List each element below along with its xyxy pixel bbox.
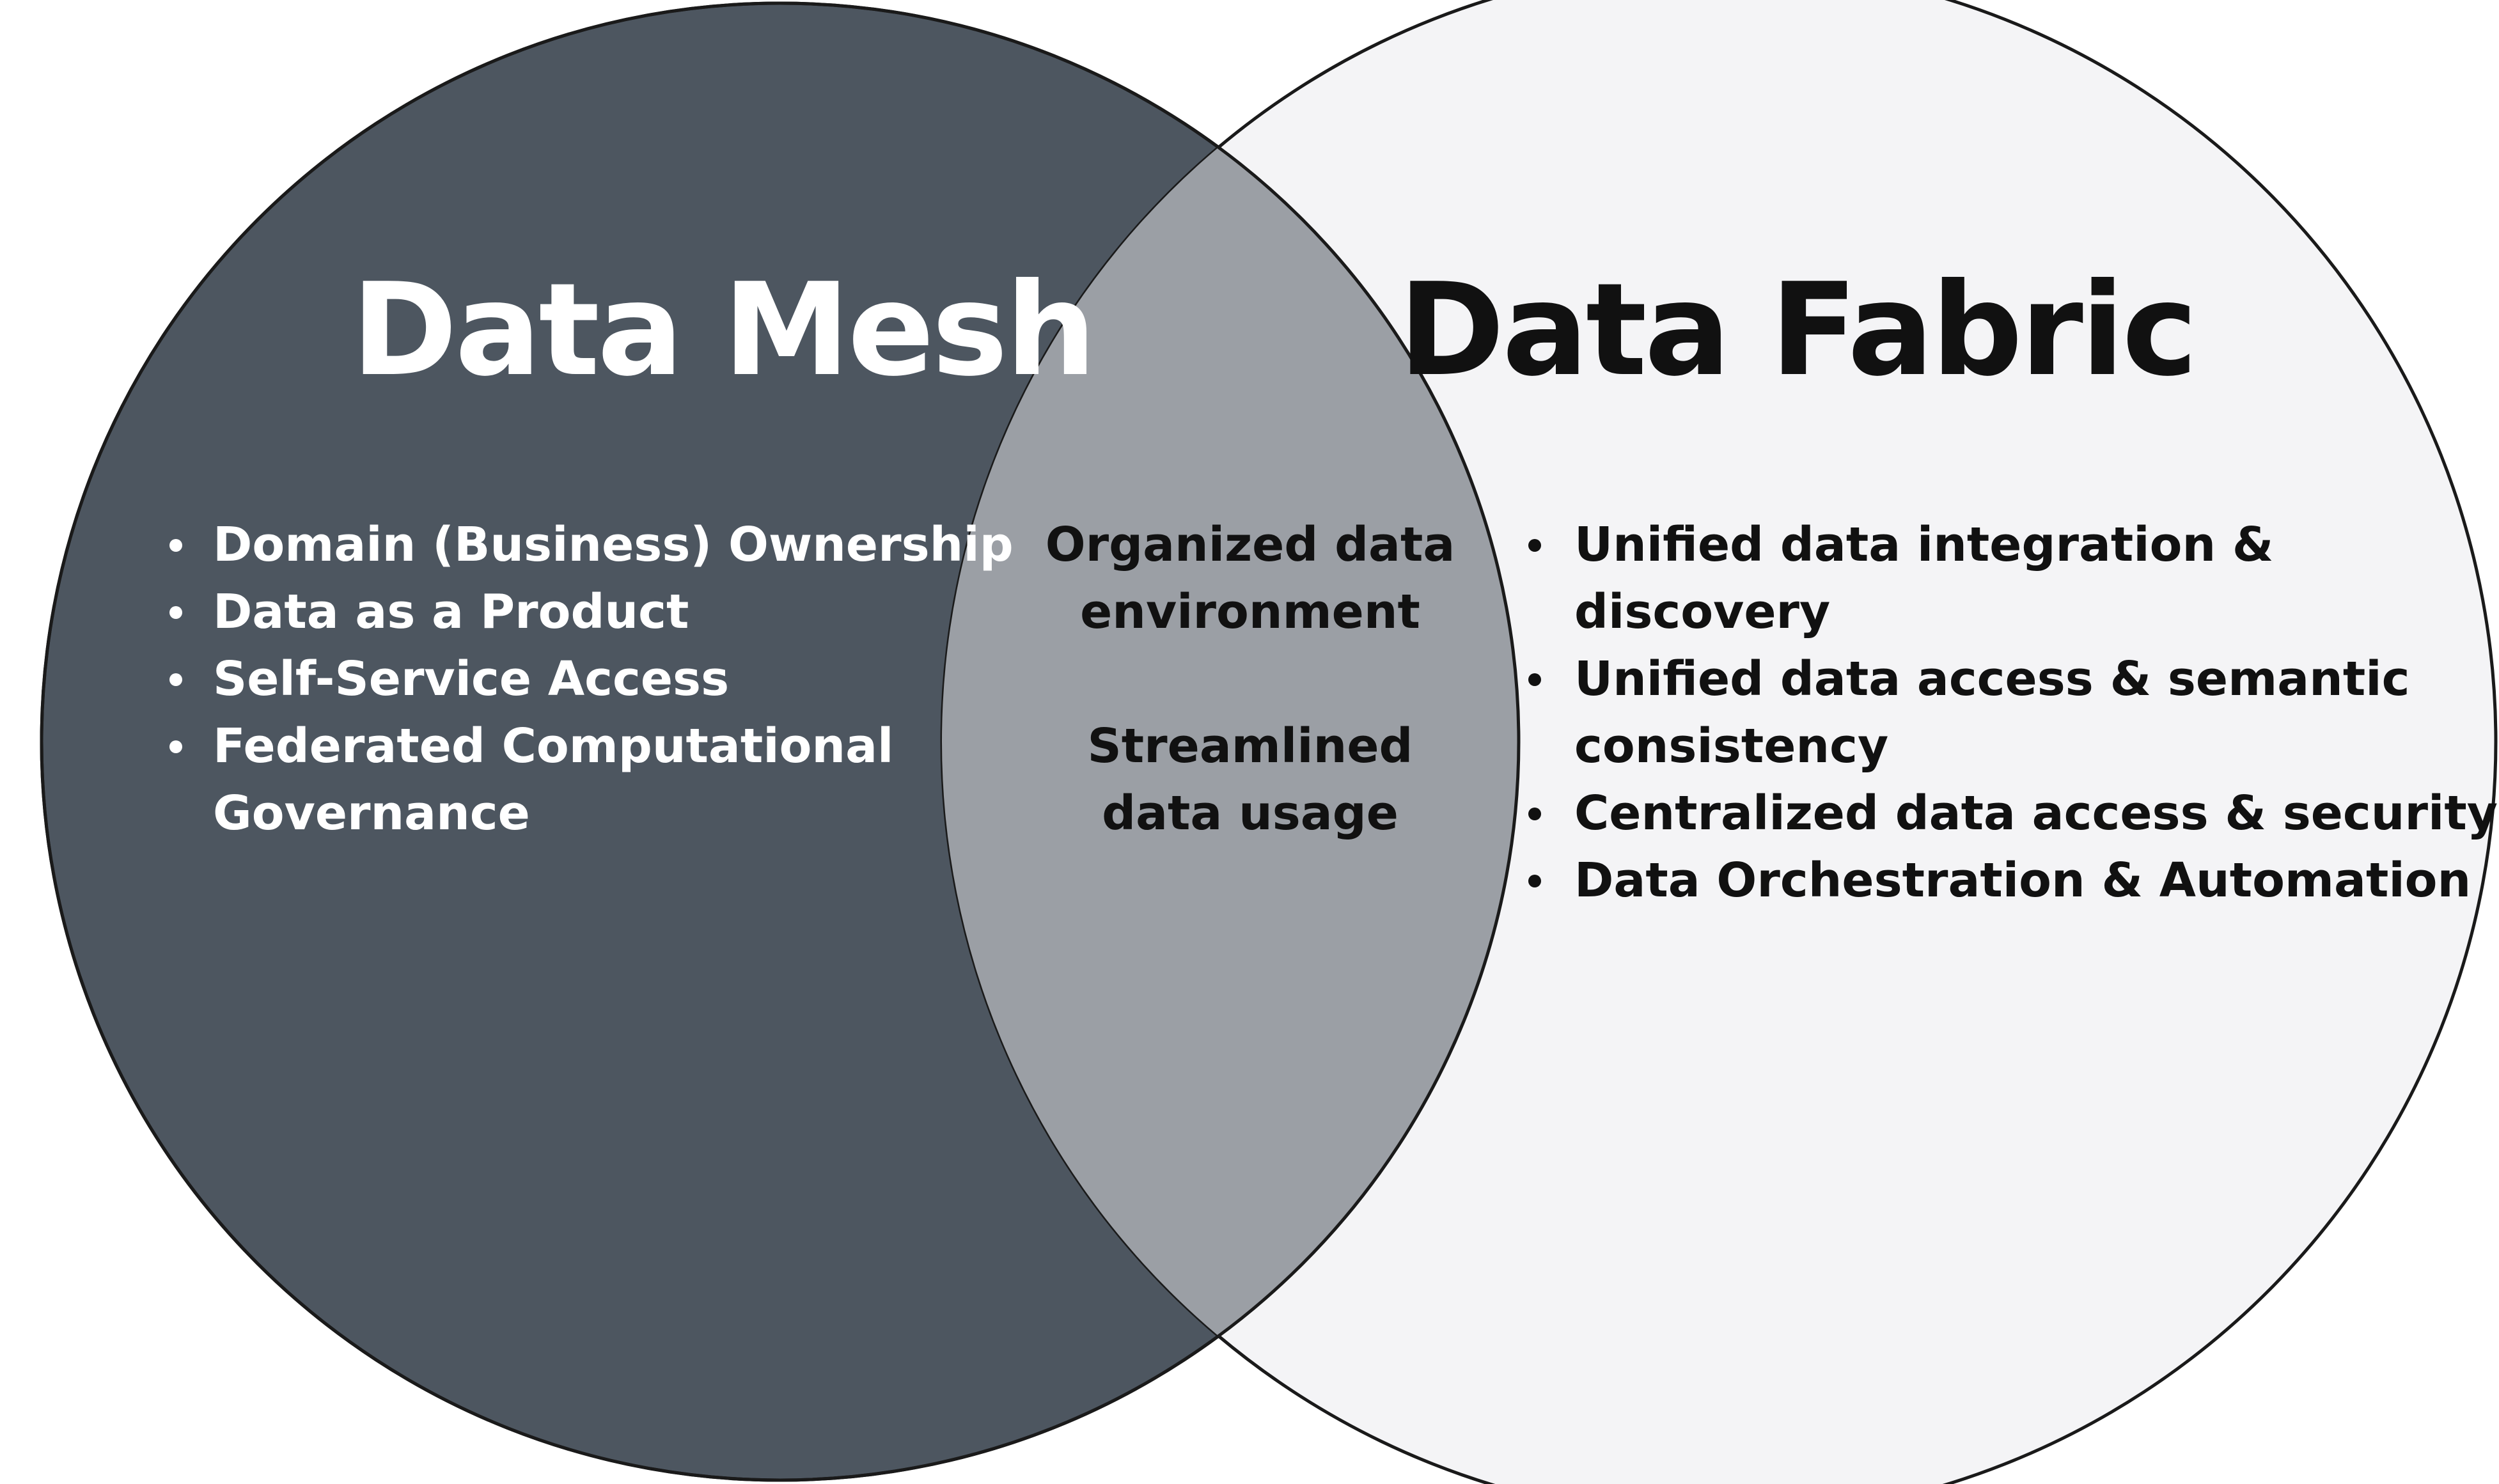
data-mesh-item-text: Data as a Product <box>213 584 689 639</box>
data-mesh-item-text: Federated Computational <box>213 719 893 774</box>
data-fabric-item-text: Data Orchestration & Automation <box>1574 853 2471 908</box>
data-mesh-bullet <box>169 606 182 619</box>
data-fabric-title: Data Fabric <box>1398 256 2195 405</box>
data-fabric-bullet <box>1528 875 1541 887</box>
data-mesh-bullet <box>169 673 182 686</box>
data-fabric-bullet <box>1528 808 1541 820</box>
data-fabric-item-text: consistency <box>1574 719 1888 774</box>
data-mesh-item-text: Self-Service Access <box>213 652 729 707</box>
overlap-benefit-text: Organized data <box>1046 517 1455 572</box>
overlap-benefit-text: Streamlined <box>1088 719 1413 774</box>
data-fabric-item-text: Unified data access & semantic <box>1574 652 2409 707</box>
data-mesh-item-text: Domain (Business) Ownership <box>213 517 1014 572</box>
data-mesh-outline <box>40 1 1521 1482</box>
data-mesh-title: Data Mesh <box>351 256 1093 405</box>
data-mesh-bullet <box>169 740 182 753</box>
data-fabric-item-text: Unified data integration & <box>1574 517 2273 572</box>
data-mesh-item-text: Governance <box>213 786 530 841</box>
overlap-benefit-text: environment <box>1080 584 1420 639</box>
data-fabric-feature-list: Unified data integration & discoveryUnifi… <box>1528 517 2498 908</box>
overlap-region <box>942 3 1519 1480</box>
data-fabric-item-text: discovery <box>1574 584 1830 639</box>
data-fabric-bullet <box>1528 539 1541 552</box>
data-fabric-bullet <box>1528 673 1541 686</box>
data-fabric-item-text: Centralized data access & security <box>1574 786 2498 841</box>
overlap-benefit-text: data usage <box>1102 786 1398 841</box>
data-mesh-bullet <box>169 539 182 552</box>
